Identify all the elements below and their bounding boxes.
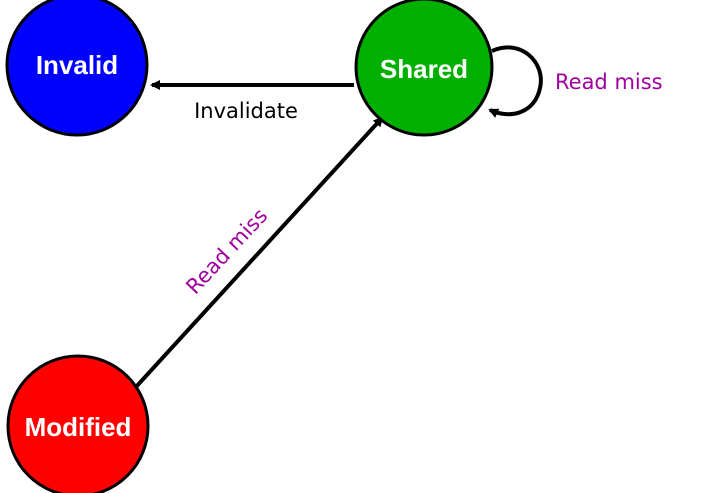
edge-label-read-miss-self: Read miss [555,70,663,94]
state-shared-label: Shared [380,54,468,84]
edge-modified-to-shared [133,116,384,390]
state-shared-circle [354,0,494,137]
state-modified-circle [6,354,150,493]
edge-shared-self-loop [488,45,543,118]
state-invalid-circle [5,0,149,137]
state-modified-label: Modified [25,412,132,442]
edge-label-invalidate: Invalidate [194,99,298,123]
state-invalid-label: Invalid [36,50,118,80]
state-modified: Modified [6,354,150,493]
state-shared: Shared [354,0,494,137]
state-invalid: Invalid [5,0,149,137]
